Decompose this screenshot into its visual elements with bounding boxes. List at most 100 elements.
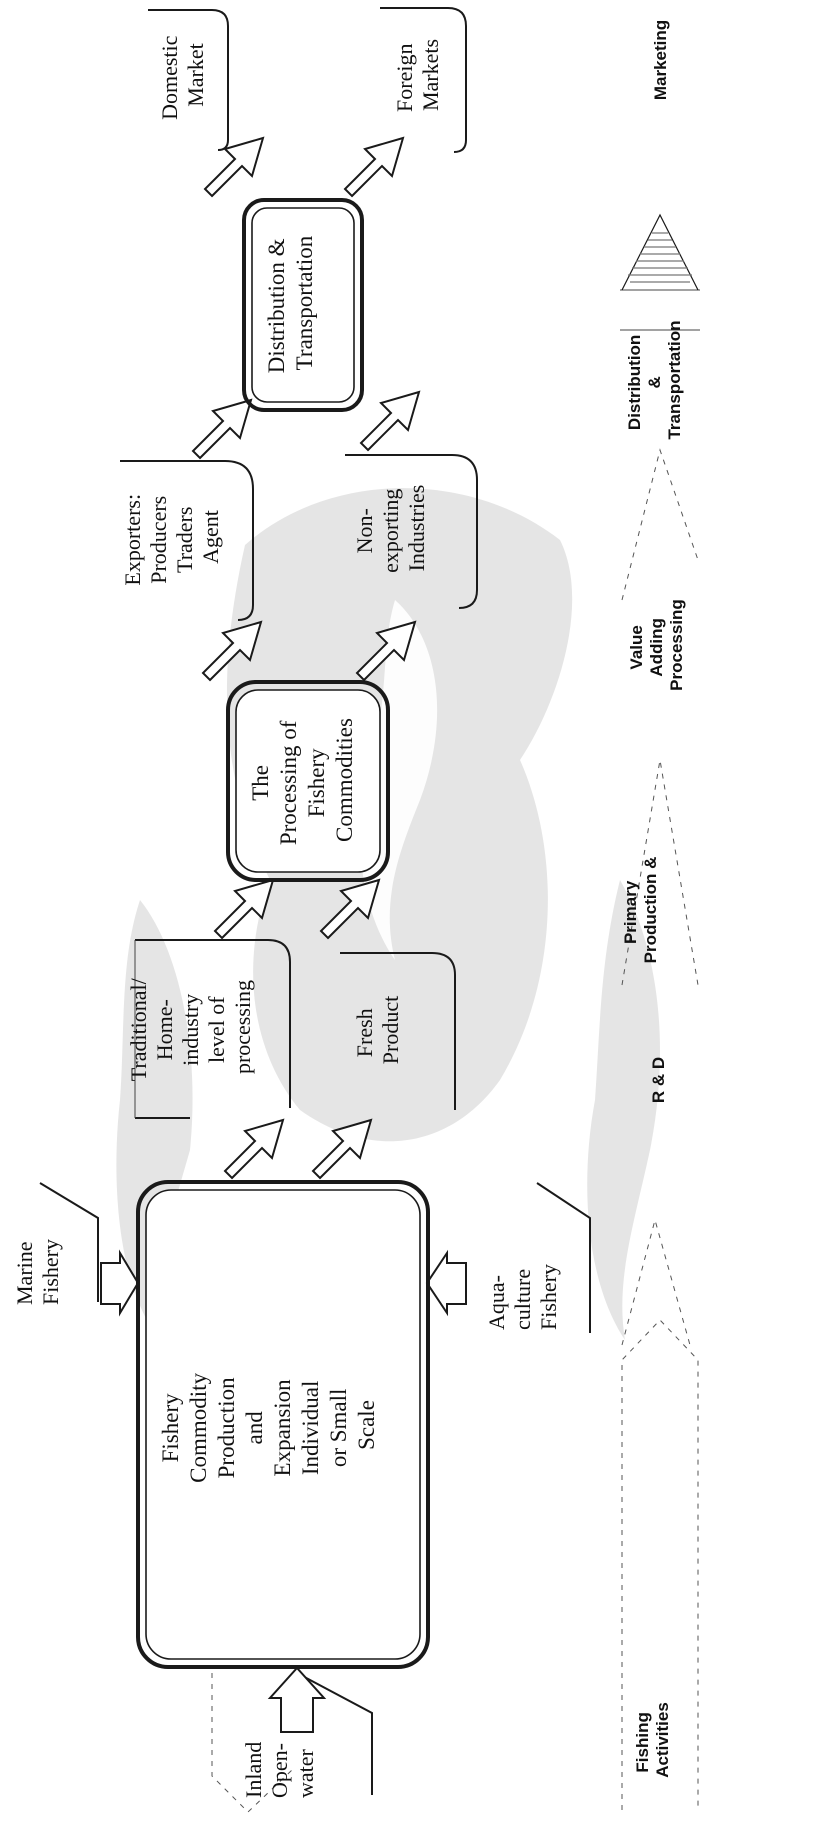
arrow-processing-to-exporters <box>201 620 263 682</box>
svg-text:Foreign Markets: Foreign Markets <box>392 38 443 112</box>
marine-line-1: Marine <box>12 1241 37 1305</box>
stage-value-line-2: Adding <box>647 618 666 677</box>
arrow-fresh-to-processing <box>319 878 381 940</box>
exporters-line-3: Traders <box>172 507 197 573</box>
production-line-6: Individual <box>298 1381 323 1476</box>
foreign-line-1: Foreign <box>392 44 417 112</box>
stage-distribution-line-3: Transportation <box>665 320 684 439</box>
arrow-processing-to-nonexporting <box>355 620 417 682</box>
production-box: Fishery Commodity Production and Expansi… <box>136 1180 430 1669</box>
stage-primary-line-1: Primary <box>621 880 640 944</box>
svg-text:Domestic Market: Domestic Market <box>157 30 208 120</box>
svg-text:Primary Production &: Primary Production & <box>621 857 660 964</box>
processing-line-4: Commodities <box>332 718 357 842</box>
exporters-box: Exporters: Producers Traders Agent <box>120 460 254 621</box>
arrow-marine-to-production <box>100 1249 140 1317</box>
traditional-line-5: processing <box>230 980 255 1074</box>
domestic-line-2: Market <box>183 43 208 107</box>
distribution-line-1: Distribution & <box>264 238 289 373</box>
stage-marketing: Marketing <box>651 20 670 100</box>
svg-text:Fresh Product: Fresh Product <box>352 996 403 1064</box>
input-aquaculture-fishery: Aqua- culture Fishery <box>484 1182 591 1333</box>
foreign-line-2: Markets <box>418 39 443 111</box>
marine-line-2: Fishery <box>38 1239 63 1305</box>
stage-distribution-line-1: Distribution <box>625 335 644 430</box>
input-marine-fishery: Marine Fishery <box>12 1182 99 1305</box>
arrow-traditional-to-processing <box>213 878 275 940</box>
domestic-line-1: Domestic <box>157 35 182 120</box>
production-line-5: Expansion <box>270 1379 295 1477</box>
traditional-line-3: industry <box>178 994 203 1066</box>
processing-line-1: The <box>248 765 273 801</box>
production-line-4: and <box>242 1411 267 1445</box>
traditional-line-2: Home- <box>152 999 177 1060</box>
svg-text:Fishery Commodity: Fishery Commodity Production and Expansi… <box>158 1367 379 1483</box>
arrow-distribution-to-foreign <box>343 136 405 198</box>
production-line-8: Scale <box>354 1400 379 1450</box>
processing-line-2: Processing of <box>276 720 301 845</box>
domestic-market-box: Domestic Market <box>148 9 229 151</box>
exporters-line-2: Producers <box>146 496 171 584</box>
svg-text:Aqua- culture Fish: Aqua- culture Fishery <box>484 1263 561 1330</box>
svg-text:Marine Fishery: Marine Fishery <box>12 1236 63 1305</box>
arrow-nonexporting-to-distribution <box>359 390 421 452</box>
inland-line-2: Open- <box>267 1743 292 1798</box>
svg-text:Traditional/ Home-: Traditional/ Home- industry level of pro… <box>126 973 255 1082</box>
distribution-line-2: Transportation <box>292 235 317 370</box>
arrow-production-to-traditional <box>223 1118 285 1180</box>
production-line-7: or Small <box>326 1389 351 1468</box>
production-line-2: Commodity <box>186 1372 211 1482</box>
processing-line-3: Fishery <box>304 748 329 818</box>
aqua-line-3: Fishery <box>536 1264 561 1330</box>
nonexporting-line-1: Non- <box>352 508 377 553</box>
input-inland-openwater: Inland Open- water <box>211 1671 373 1813</box>
marketing-hatch <box>628 232 692 283</box>
production-line-1: Fishery <box>158 1393 183 1463</box>
distribution-box: Distribution & Transportation <box>242 198 364 412</box>
traditional-line-1: Traditional/ <box>126 977 151 1081</box>
nonexporting-box: Non- exporting Industries <box>345 454 478 609</box>
traditional-processing-box: Traditional/ Home- industry level of pro… <box>126 939 291 1119</box>
exporters-line-1: Exporters: <box>120 494 145 586</box>
stage-bar: Fishing Activities R & D Primary Product… <box>620 20 700 1810</box>
inland-line-3: water <box>293 1748 318 1798</box>
arrow-inland-to-production <box>267 1666 327 1733</box>
svg-text:Exporters: Producers: Exporters: Producers Traders Agent <box>120 488 223 585</box>
svg-text:Distribution & Transport: Distribution & Transportation <box>264 233 317 374</box>
svg-text:Marketing: Marketing <box>651 20 670 100</box>
stage-rd: R & D <box>649 1057 668 1103</box>
exporters-line-4: Agent <box>198 510 223 564</box>
aqua-line-1: Aqua- <box>484 1275 509 1330</box>
stage-value-line-3: Processing <box>667 599 686 691</box>
svg-text:Distribution & Tra: Distribution & Transportation <box>625 320 684 439</box>
nonexporting-line-3: Industries <box>404 485 429 572</box>
stage-value-line-1: Value <box>627 625 646 669</box>
production-line-3: Production <box>214 1377 239 1478</box>
stage-bar-outline <box>621 1319 699 1810</box>
arrow-distribution-to-domestic <box>203 136 265 198</box>
aqua-line-2: culture <box>510 1269 535 1330</box>
stage-distribution-line-2: & <box>645 376 664 388</box>
svg-text:R & D: R & D <box>649 1057 668 1103</box>
arrow-production-to-fresh <box>311 1118 373 1180</box>
processing-box: The Processing of Fishery Commodities <box>226 680 390 882</box>
arrow-aqua-to-production <box>425 1249 467 1317</box>
stage-fishing-line-2: Activities <box>653 1702 672 1778</box>
stage-fishing-line-1: Fishing <box>633 1712 652 1772</box>
fresh-line-2: Product <box>378 996 403 1064</box>
fresh-line-1: Fresh <box>352 1008 377 1057</box>
svg-text:The Processing of: The Processing of Fishery Commodities <box>248 715 357 845</box>
arrow-exporters-to-distribution <box>191 398 253 460</box>
fresh-product-box: Fresh Product <box>340 952 456 1110</box>
traditional-line-4: level of <box>204 996 229 1063</box>
foreign-markets-box: Foreign Markets <box>380 7 467 153</box>
svg-text:Fishing Activities: Fishing Activities <box>633 1702 672 1778</box>
nonexporting-line-2: exporting <box>378 489 403 573</box>
svg-text:Inland Open- water: Inland Open- water <box>241 1736 318 1798</box>
stage-primary-line-2: Production & <box>641 857 660 964</box>
svg-text:Value Adding Proce: Value Adding Processing <box>627 599 686 691</box>
inland-line-1: Inland <box>241 1742 266 1798</box>
svg-text:Non- exporting Ind: Non- exporting Industries <box>352 483 429 573</box>
